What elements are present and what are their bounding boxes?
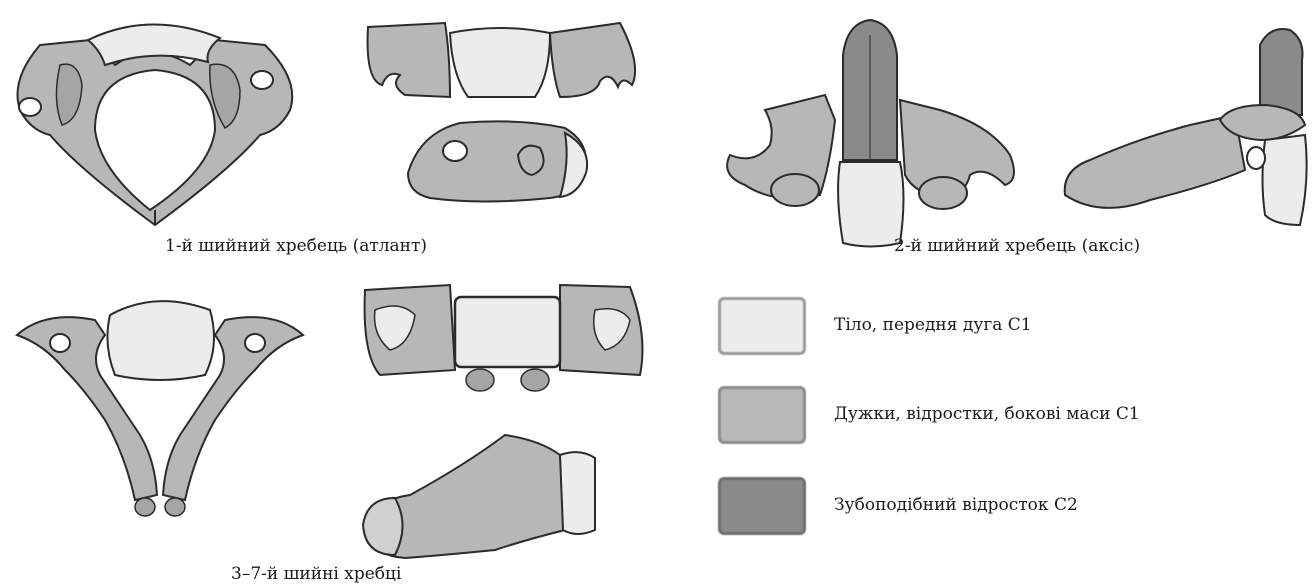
typical-front-uncus-right [521,369,549,391]
typical-lateral-body [560,452,595,534]
legend-item-dens: Зубоподібний відросток С2 [718,477,1278,539]
legend-swatch-body [718,297,806,355]
legend-item-body: Тіло, передня дуга С1 [718,297,1278,359]
atlas-front-view [360,15,650,110]
typical-vertebra-front-view [360,275,650,400]
axis-body [838,162,903,247]
legend-swatch-dens [718,477,806,535]
atlas-foramen-left [19,98,41,116]
typical-foramen-left [50,334,70,352]
axis-lateral-view [1060,20,1310,235]
legend-label-dens: Зубоподібний відросток С2 [834,495,1078,515]
caption-typical: 3–7-й шийні хребці [231,564,401,584]
typical-spinous-tip-right [165,498,185,516]
atlas-front-anterior-arch [450,28,550,97]
typical-body [107,301,214,380]
atlas-front-lateral-right [550,23,635,97]
axis-articular-right [919,177,967,209]
axis-lateral-dens [1260,29,1303,115]
atlas-front-lateral-left [368,23,450,97]
typical-foramen-right [245,334,265,352]
typical-vertebra-lateral-view [355,430,615,565]
legend-swatch-arch [718,386,806,444]
axis-articular-left [771,174,819,206]
typical-lateral-spinous-tip [363,498,403,555]
atlas-lateral-view [400,113,600,213]
typical-front-uncus-left [466,369,494,391]
atlas-lateral-mass [408,121,586,201]
typical-front-body [455,297,560,367]
axis-lateral-body [1263,135,1307,225]
caption-atlas: 1-й шийний хребець (атлант) [165,236,427,256]
axis-lateral-spinous [1065,115,1245,208]
atlas-foramen-right [251,71,273,89]
legend-item-arch: Дужки, відростки, бокові маси С1 [718,386,1278,448]
axis-front-view [715,15,1045,250]
legend-label-body: Тіло, передня дуга С1 [834,315,1032,335]
legend-label-arch: Дужки, відростки, бокові маси С1 [834,404,1140,424]
atlas-lateral-foramen [443,141,467,161]
typical-spinous-tip-left [135,498,155,516]
typical-vertebra-top-view [5,285,315,545]
caption-axis: 2-й шийний хребець (аксіс) [894,236,1140,256]
atlas-top-view [0,10,310,240]
axis-lateral-foramen [1247,147,1265,169]
